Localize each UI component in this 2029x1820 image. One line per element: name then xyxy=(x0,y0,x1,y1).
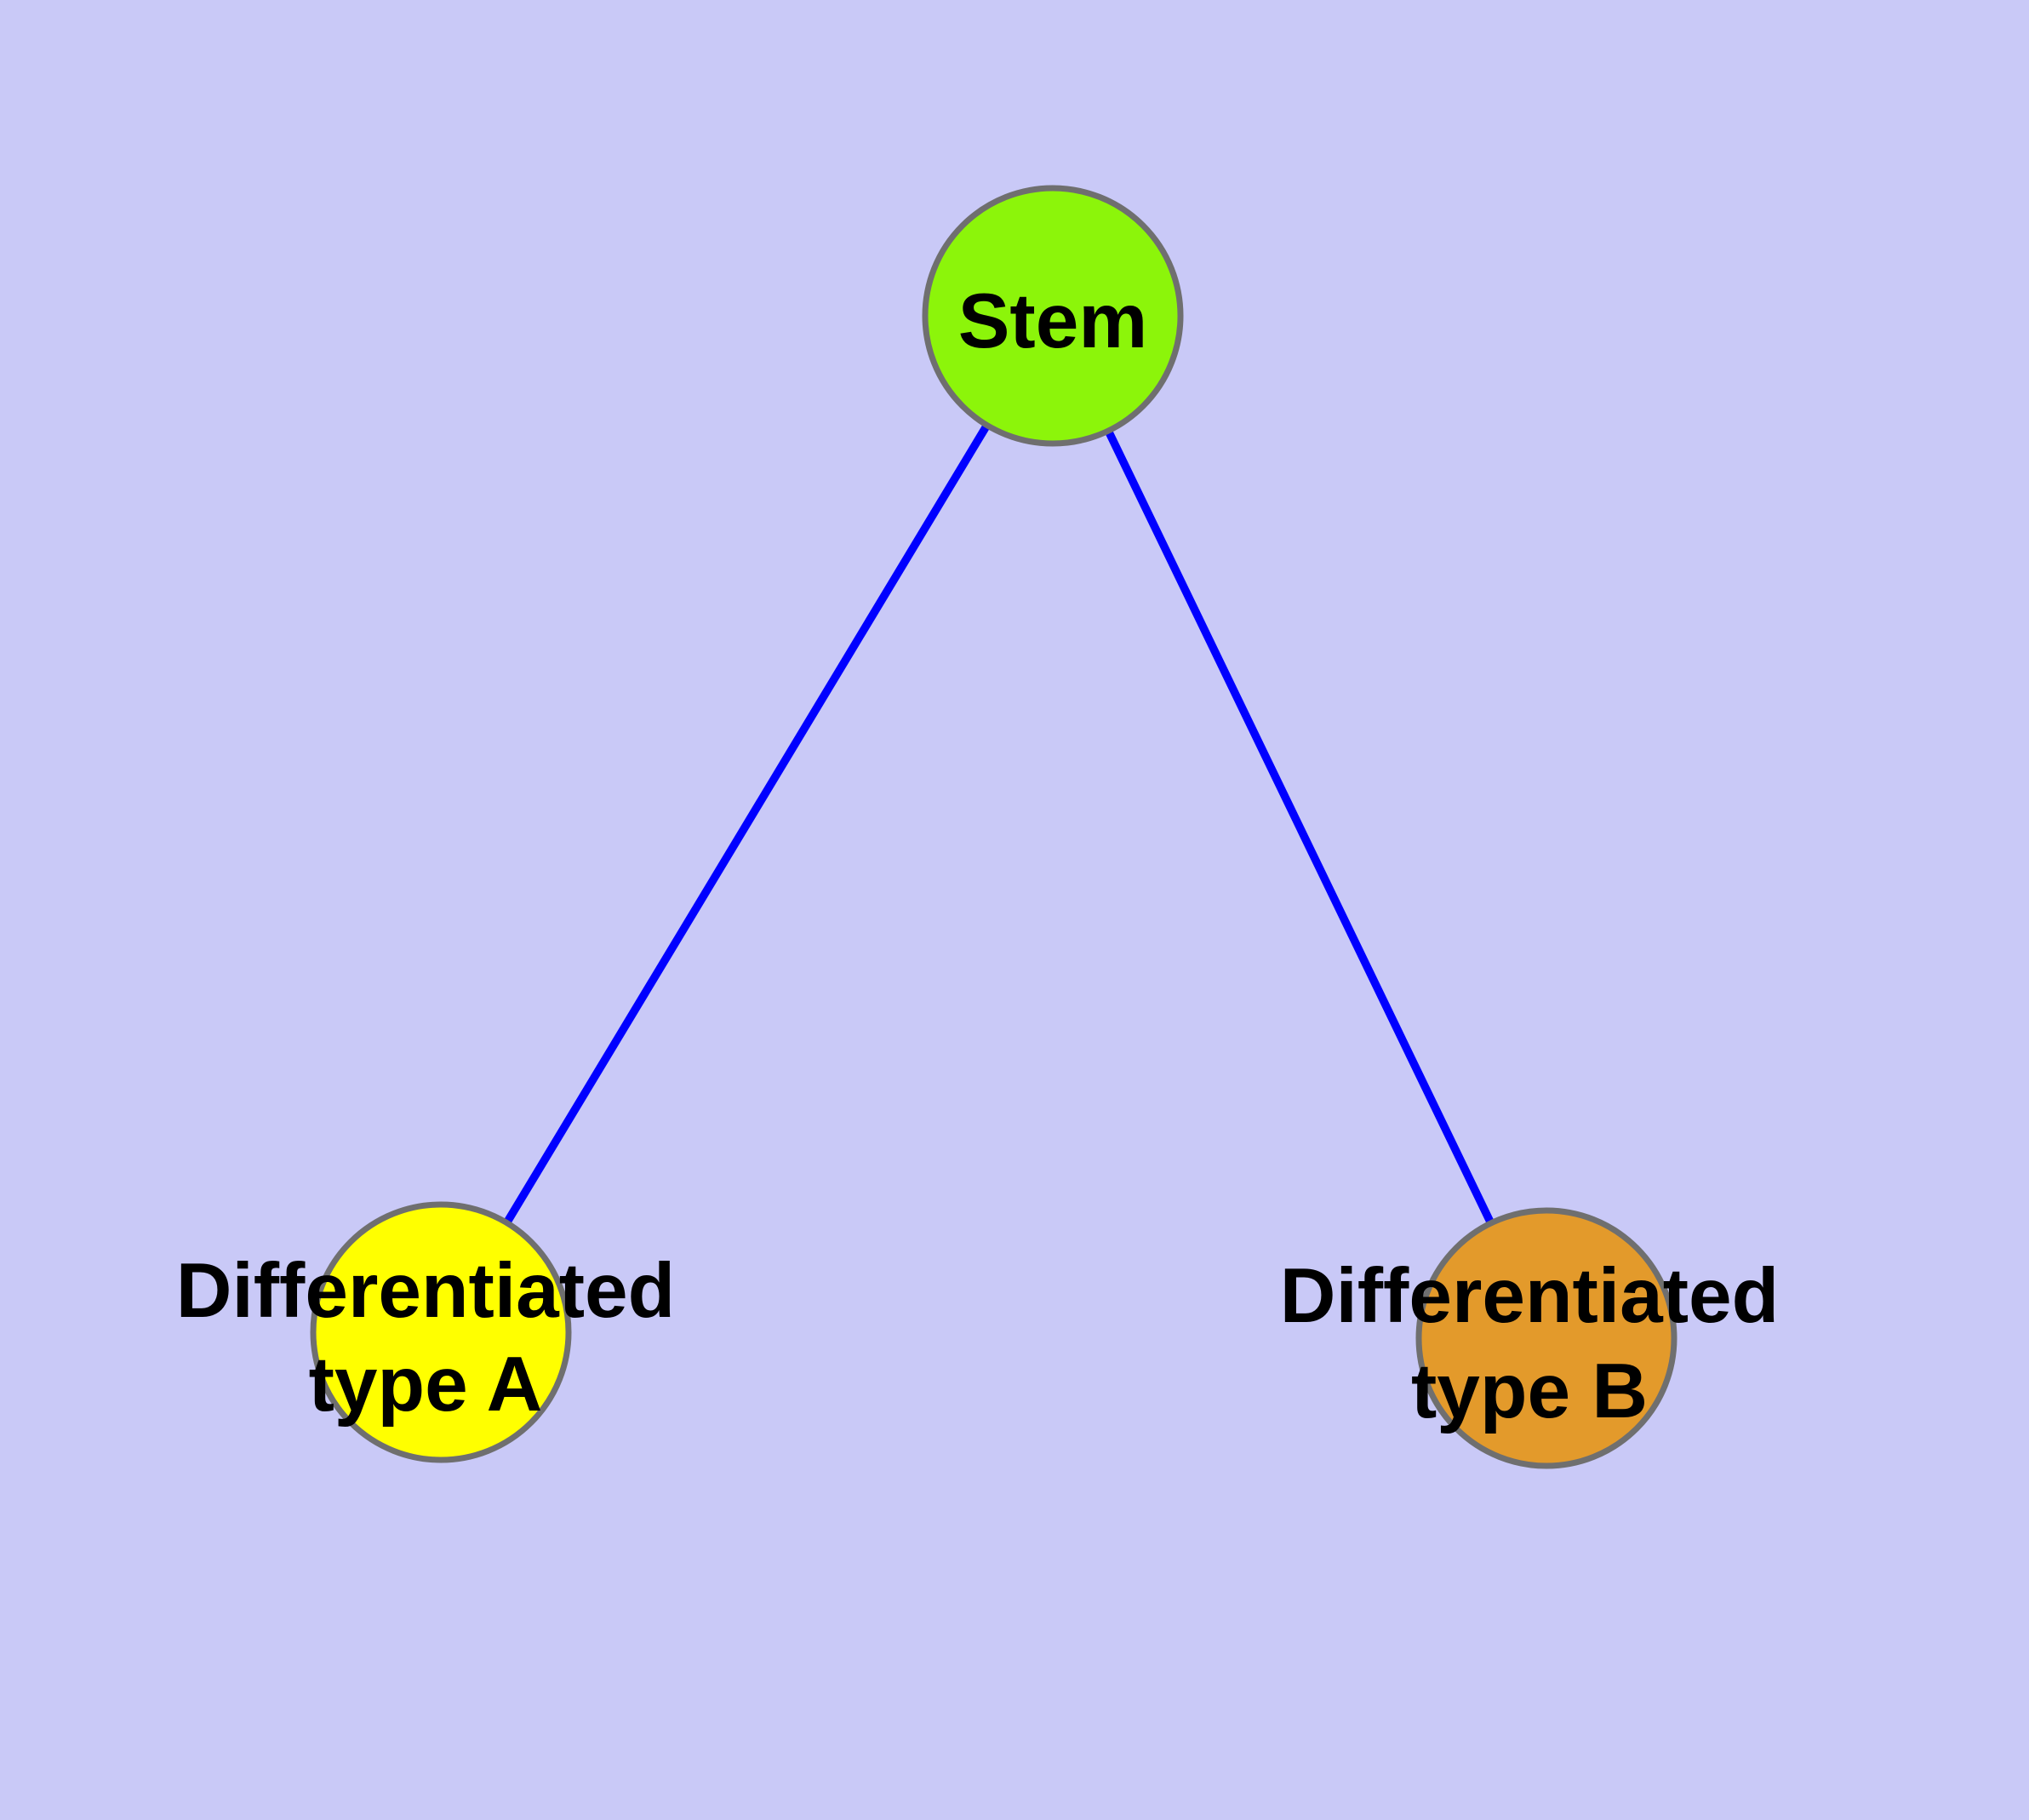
edge-stem-to-type-b xyxy=(1049,313,1551,1341)
node-type-b-label-line1: Differentiated xyxy=(1280,1253,1780,1339)
node-stem-circle xyxy=(922,185,1184,447)
node-type-a-label-line1: Differentiated xyxy=(176,1248,676,1334)
node-stem-label: Stem xyxy=(958,278,1148,364)
node-type-b-circle xyxy=(1415,1207,1677,1469)
node-type-a-circle xyxy=(310,1201,572,1463)
node-type-b-label-line2: type B xyxy=(1411,1348,1648,1434)
node-type-a-label-line2: type A xyxy=(309,1342,543,1428)
edge-stem-to-type-a xyxy=(437,313,1057,1335)
